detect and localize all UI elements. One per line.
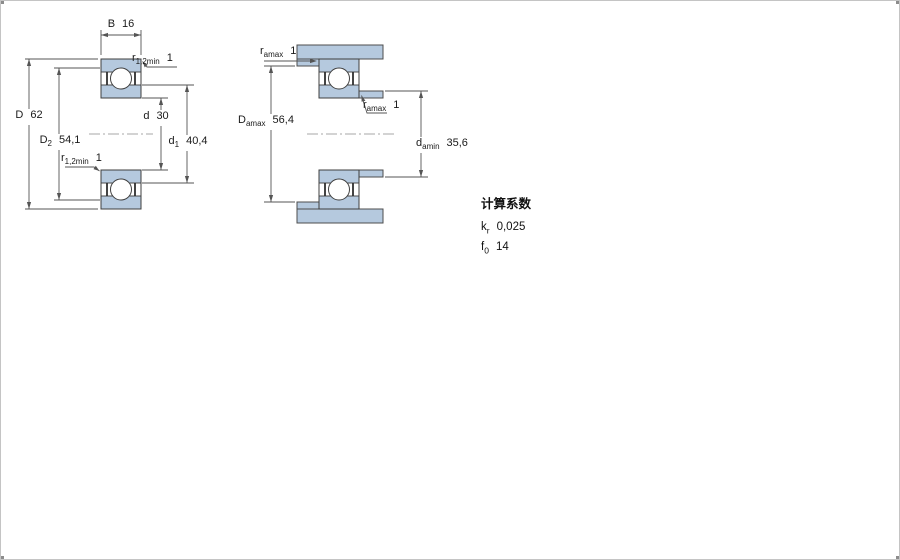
housing-bottom [296,208,384,224]
dimension-B [100,30,142,55]
corner-mark [896,1,899,4]
ball [328,178,350,201]
leader-r12-top [142,61,177,68]
arrowhead [93,165,100,171]
shaft-shoulder-bottom [358,169,384,178]
ball [110,67,132,90]
section-outline [318,169,360,210]
dimension-D [25,58,98,210]
arrowhead [134,32,141,38]
right-figure-mounting [264,44,428,224]
arrowhead [184,85,190,92]
housing-top [296,44,384,60]
left-figure-cross-section [25,30,194,210]
arrowhead [418,91,424,98]
dimension-d [142,97,168,171]
arrowhead [56,68,62,75]
arrowhead [26,202,32,209]
calculation-factors-title: 计算系数 [481,197,532,211]
arrowhead [26,59,32,66]
bearing-section-bottom [318,169,360,210]
arrowhead [158,163,164,170]
dimension-Da [264,65,295,203]
bearing-section-bottom [100,169,142,210]
section-outline [100,58,142,99]
housing-shoulder-bottom [296,201,320,210]
leader-ra-top [264,58,317,64]
arrowhead [418,170,424,177]
ball [110,178,132,201]
section-outline [100,169,142,210]
bearing-section-top [318,58,360,99]
dimension-d1 [142,84,194,184]
dimension-da [385,90,428,178]
corner-mark [1,1,4,4]
section-outline [318,58,360,99]
arrowhead [56,193,62,200]
corner-mark [1,556,4,559]
leader-r12-mid [65,165,100,172]
leader-ra-mid [361,95,387,114]
housing-shoulder-top [296,58,320,67]
arrowhead [268,195,274,202]
arrowhead [268,66,274,73]
arrowhead [158,98,164,105]
bearing-dimension-drawing [25,30,428,224]
arrowhead [101,32,108,38]
arrowhead [184,176,190,183]
shaft-shoulder-top [358,90,384,99]
arrowhead [310,58,317,64]
ball [328,67,350,90]
bearing-section-top [100,58,142,99]
arrowhead [142,61,148,68]
corner-mark [896,556,899,559]
arrowhead [361,95,366,102]
